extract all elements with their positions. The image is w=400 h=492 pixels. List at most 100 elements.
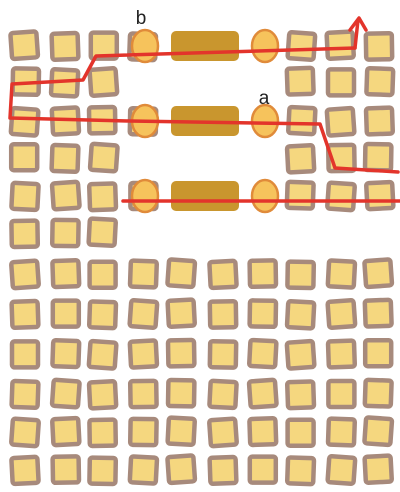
grid-cell [362, 415, 395, 448]
grid-cell [207, 338, 239, 370]
grid-cell [207, 454, 239, 487]
grid-cell [86, 299, 119, 331]
label-a: a [259, 88, 270, 109]
grid-cell [49, 142, 81, 175]
grid-cell [325, 298, 358, 330]
arrowhead-icon [348, 16, 368, 32]
grid-cell [9, 298, 41, 331]
grid-cell [127, 416, 159, 448]
grid-cell [8, 29, 41, 62]
grid-cell [284, 65, 316, 97]
capsule-oval [250, 103, 280, 139]
grid-cell [325, 258, 358, 290]
capsule-oval [250, 28, 280, 64]
grid-cell [9, 258, 41, 291]
capsule-bar [171, 31, 239, 61]
grid-cell [286, 104, 318, 137]
grid-cell [285, 259, 317, 291]
capsule-bar [171, 181, 239, 211]
grid-cell [165, 453, 198, 486]
grid-cell [247, 415, 279, 448]
grid-cell [246, 377, 279, 410]
grid-cell [325, 338, 358, 370]
grid-cell [284, 455, 317, 487]
grid-cell [8, 105, 41, 138]
label-b: b [136, 8, 147, 29]
grid-cell [50, 298, 82, 329]
grid-cell [50, 415, 82, 448]
grid-cell [50, 257, 82, 290]
grid-cell [364, 179, 396, 212]
grid-cell [284, 299, 317, 331]
grid-cell [284, 179, 316, 211]
grid-cell [247, 337, 279, 370]
grid-cell [9, 454, 41, 487]
grid-cell [50, 454, 82, 486]
grid-cell [362, 377, 394, 409]
path-route-b [8, 46, 400, 174]
grid-cell [86, 181, 119, 213]
grid-cell [87, 417, 119, 449]
grid-cell [127, 338, 160, 370]
grid-cell [127, 258, 160, 290]
grid-cell [9, 378, 41, 411]
grid-cell [324, 105, 357, 138]
grid-cell [86, 379, 119, 411]
grid-cell [165, 377, 197, 409]
grid-cell [325, 180, 357, 213]
grid-cell [165, 257, 198, 290]
capsule [130, 28, 280, 64]
grid-cell [88, 30, 120, 61]
grid-cell [247, 454, 279, 485]
grid-cell [127, 298, 160, 330]
capsule [130, 178, 280, 214]
grid-cell [50, 337, 82, 370]
grid-cell [87, 455, 119, 487]
grid-cell [49, 179, 82, 212]
grid-cell [363, 105, 396, 137]
grid-cell [127, 378, 159, 410]
red-path-group [8, 16, 400, 203]
grid-cell [284, 379, 317, 411]
grid-cell [362, 297, 394, 329]
grid-cell [325, 454, 358, 486]
grid-cell [326, 378, 357, 410]
grid-cell [9, 218, 41, 250]
grid-cell [165, 297, 197, 329]
grid-cell [49, 30, 81, 63]
cell-grid [8, 29, 396, 487]
grid-cell [49, 377, 82, 410]
grid-cell [86, 338, 119, 371]
grid-cell [207, 378, 239, 411]
grid-cell [362, 257, 395, 290]
grid-cell [49, 217, 81, 249]
capsule-oval [250, 178, 280, 214]
grid-cell [325, 416, 358, 448]
grid-cell [9, 180, 41, 213]
capsule-oval [130, 178, 160, 214]
grid-cell [87, 141, 120, 174]
grid-cell [165, 337, 197, 369]
capsule-oval [130, 28, 160, 64]
grid-cell [207, 298, 239, 330]
grid-cell [363, 30, 395, 62]
grid-cell [207, 258, 239, 291]
grid-cell [285, 417, 316, 449]
grid-cell [8, 141, 40, 173]
grid-cell [87, 66, 120, 98]
grid-cell [284, 143, 317, 175]
grid-cell [284, 338, 317, 371]
grid-cell [285, 30, 318, 62]
path-route-up [353, 18, 360, 50]
grid-cell [324, 29, 356, 61]
grid-cell [247, 298, 279, 330]
grid-cell [87, 259, 118, 291]
grid-cell [9, 416, 41, 449]
grid-cell [165, 415, 197, 447]
grid-cell [362, 453, 394, 485]
grid-cell [325, 67, 357, 98]
grid-cell [9, 339, 41, 370]
grid-cell [364, 65, 396, 98]
grid-cell [86, 216, 118, 248]
